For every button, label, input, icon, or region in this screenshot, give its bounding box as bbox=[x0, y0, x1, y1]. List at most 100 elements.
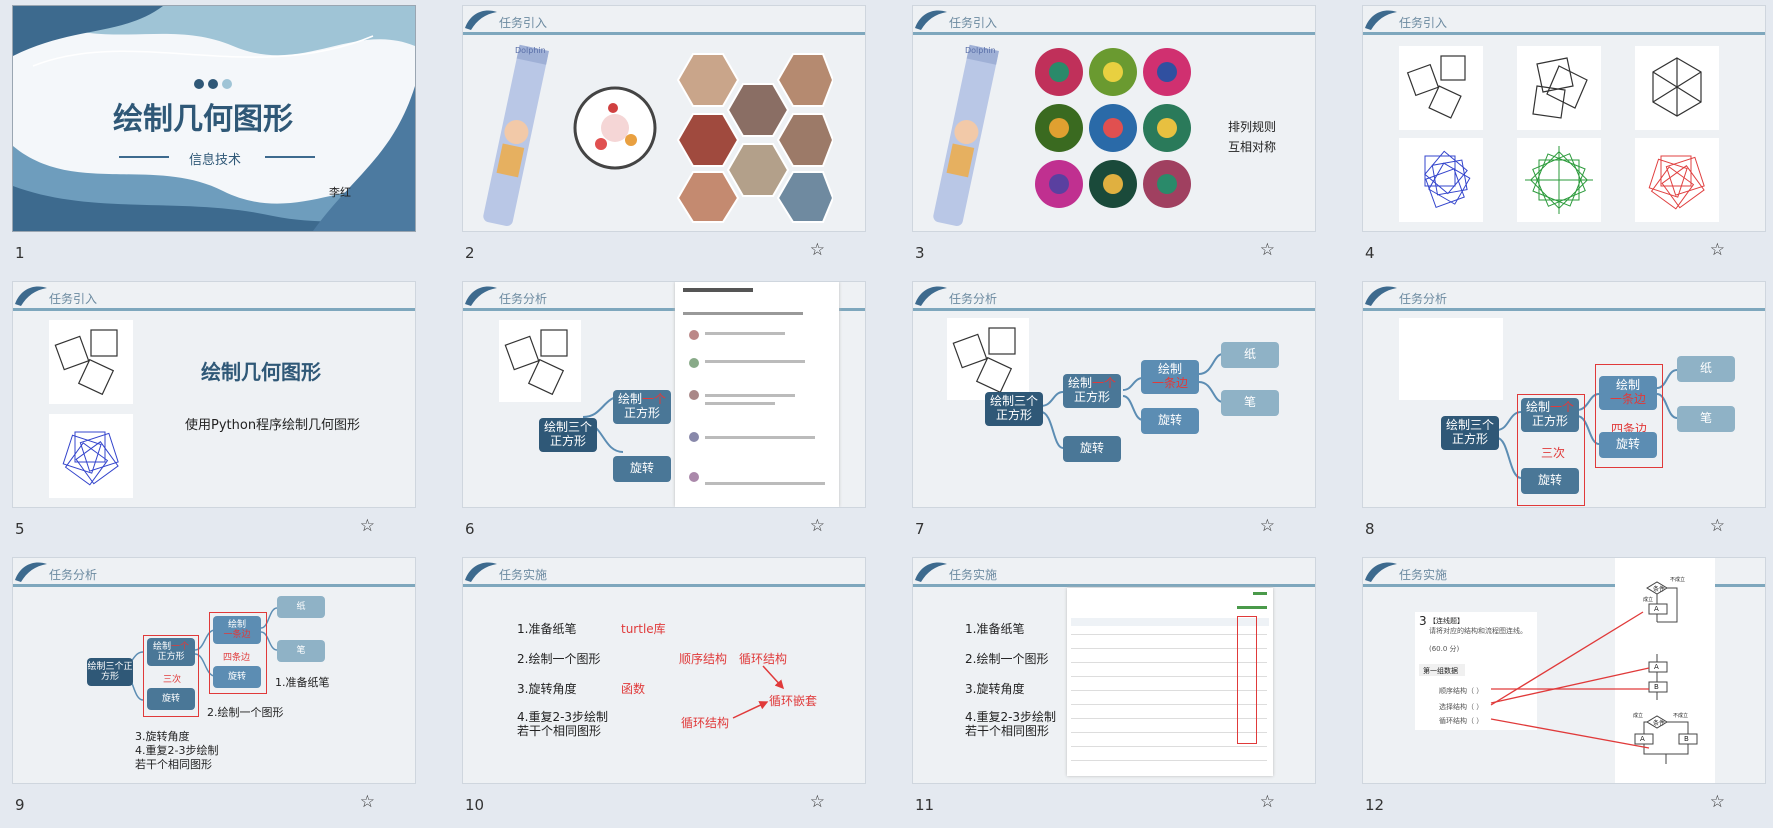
step-2: 2.绘制一个图形 bbox=[207, 706, 284, 719]
slide-thumbnail-1[interactable]: 绘制几何图形 信息技术 李红 1 bbox=[13, 6, 415, 276]
tube-label: Dolphin bbox=[515, 46, 546, 55]
geometry-figure bbox=[1399, 138, 1483, 222]
step-2: 2.绘制一个图形 bbox=[517, 652, 601, 666]
flowchart-b: B bbox=[1654, 683, 1659, 691]
slide-thumbnail-2[interactable]: 任务引入 Dolphin bbox=[463, 6, 865, 276]
slide-thumbnail-4[interactable]: 任务引入 4 ☆ bbox=[1363, 6, 1765, 276]
slide-header-title: 任务分析 bbox=[949, 292, 998, 306]
slide-number: 6 bbox=[465, 520, 475, 538]
mindmap-node-rotate: 旋转 bbox=[613, 456, 671, 482]
mindmap-node-rotate: 旋转 bbox=[1063, 436, 1121, 462]
slide-1-author: 李红 bbox=[329, 186, 351, 199]
slide-header: 任务分析 bbox=[463, 282, 865, 312]
mindmap-node-square: 绘制一个正方形 bbox=[147, 638, 195, 666]
slide-thumbnail-8[interactable]: 任务分析 绘制三个正方形 绘制一个正方形 旋转 三次 绘制一条边 四条边 旋转 … bbox=[1363, 282, 1765, 552]
mindmap-node-square: 绘制一个正方形 bbox=[1063, 374, 1121, 408]
mindmap-node-square: 绘制一个正方形 bbox=[613, 390, 671, 424]
slide-1: 绘制几何图形 信息技术 李红 bbox=[13, 6, 415, 231]
question-score: (60.0 分) bbox=[1429, 645, 1460, 653]
slide-12: 任务实施 3 【连线题】 请将对应的结构和流程图连线。 (60.0 分) 第一组… bbox=[1363, 558, 1765, 783]
slide-thumbnail-6[interactable]: 任务分析 绘制三个正方形 绘制一个正方形 旋转 6 ☆ bbox=[463, 282, 865, 552]
star-icon[interactable]: ☆ bbox=[359, 792, 375, 812]
star-icon[interactable]: ☆ bbox=[809, 516, 825, 536]
star-icon[interactable]: ☆ bbox=[1709, 516, 1725, 536]
slide-header-title: 任务实施 bbox=[499, 568, 548, 582]
slide-thumbnail-3[interactable]: 任务引入 Dolphin 排列规则 bbox=[913, 6, 1315, 276]
highlight-box bbox=[1595, 364, 1663, 468]
slide-header: 任务引入 bbox=[463, 6, 865, 36]
kaleidoscope-image bbox=[933, 44, 999, 226]
star-icon[interactable]: ☆ bbox=[1259, 516, 1275, 536]
flowchart-a: A bbox=[1654, 663, 1659, 671]
wave-background bbox=[13, 6, 415, 231]
mindmap-node-pen: 笔 bbox=[1221, 390, 1279, 416]
slide-number: 9 bbox=[15, 796, 25, 814]
slide-header-title: 任务引入 bbox=[49, 292, 98, 306]
slide-number: 2 bbox=[465, 244, 475, 262]
slide-header: 任务引入 bbox=[13, 282, 415, 312]
divider bbox=[119, 156, 169, 158]
highlight-box bbox=[1237, 616, 1257, 744]
flowchart-a: A bbox=[1654, 605, 1659, 613]
note-three-times: 三次 bbox=[163, 675, 182, 685]
mindmap-node-edge: 绘制一条边 bbox=[1599, 376, 1657, 410]
star-icon[interactable]: ☆ bbox=[1259, 792, 1275, 812]
slide-thumbnail-10[interactable]: 任务实施 1.准备纸笔 turtle库 2.绘制一个图形 顺序结构 循环结构 3… bbox=[463, 558, 865, 828]
mandala-grid-image bbox=[1035, 48, 1191, 208]
slide-header: 任务分析 bbox=[1363, 282, 1765, 312]
mindmap-node-turn: 旋转 bbox=[213, 666, 261, 688]
slide-header: 任务分析 bbox=[13, 558, 415, 588]
slide-header-title: 任务引入 bbox=[949, 16, 998, 30]
step-4a: 4.重复2-3步绘制 bbox=[135, 744, 219, 757]
slide-header: 任务实施 bbox=[463, 558, 865, 588]
slide-header: 任务实施 bbox=[913, 558, 1315, 588]
star-icon[interactable]: ☆ bbox=[1709, 792, 1725, 812]
kaleidoscope-image bbox=[483, 44, 549, 226]
flowchart-no: 不成立 bbox=[1670, 577, 1686, 583]
step-4b: 若干个相同图形 bbox=[135, 758, 212, 771]
slide-5-desc: 使用Python程序绘制几何图形 bbox=[185, 418, 361, 433]
mindmap-node-square: 绘制一个正方形 bbox=[1521, 398, 1579, 432]
geometry-figure bbox=[1635, 138, 1719, 222]
rule-text-1: 排列规则 bbox=[1228, 120, 1277, 134]
mindmap-node-edge: 绘制一条边 bbox=[1141, 360, 1199, 394]
slide-thumbnail-5[interactable]: 任务引入 绘制几何图形 使用Python程序绘制几何图形 5 ☆ bbox=[13, 282, 415, 552]
slide-thumbnail-7[interactable]: 任务分析 绘制三个正方形 绘制一个正方形 旋转 绘制一条边 旋转 纸 笔 7 ☆ bbox=[913, 282, 1315, 552]
flowchart-condition: 条件 bbox=[1653, 720, 1666, 727]
geometry-figure bbox=[1517, 138, 1601, 222]
star-icon[interactable]: ☆ bbox=[1709, 240, 1725, 260]
slide-8: 任务分析 绘制三个正方形 绘制一个正方形 旋转 三次 绘制一条边 四条边 旋转 … bbox=[1363, 282, 1765, 507]
slide-thumbnail-9[interactable]: 任务分析 绘制三个正方形 绘制一个正方形 三次 旋转 绘制一条边 四条边 旋转 … bbox=[13, 558, 415, 828]
grades-table-screenshot bbox=[1067, 588, 1273, 776]
question-group: 第一组数据 bbox=[1423, 667, 1458, 675]
mindmap-root: 绘制三个正方形 bbox=[985, 392, 1043, 426]
slide-thumbnail-12[interactable]: 任务实施 3 【连线题】 请将对应的结构和流程图连线。 (60.0 分) 第一组… bbox=[1363, 558, 1765, 828]
slide-header-title: 任务实施 bbox=[1399, 568, 1448, 582]
step-4b: 若干个相同图形 bbox=[965, 724, 1050, 738]
question-type: 【连线题】 bbox=[1429, 617, 1464, 625]
kaleidoscope-view-image bbox=[573, 86, 657, 170]
slide-2: 任务引入 Dolphin bbox=[463, 6, 865, 231]
mindmap-root: 绘制三个正方形 bbox=[87, 658, 133, 686]
mindmap-node-pen: 笔 bbox=[1677, 406, 1735, 432]
slide-thumbnail-11[interactable]: 任务实施 1.准备纸笔 2.绘制一个图形 3.旋转角度 4.重复2-3步绘制 若… bbox=[913, 558, 1315, 828]
star-icon[interactable]: ☆ bbox=[809, 240, 825, 260]
step-4a: 4.重复2-3步绘制 bbox=[517, 710, 609, 724]
label-turtle: turtle库 bbox=[621, 622, 666, 636]
slide-number: 4 bbox=[1365, 244, 1375, 262]
geometry-figure bbox=[1635, 46, 1719, 130]
star-icon[interactable]: ☆ bbox=[1259, 240, 1275, 260]
match-lines bbox=[1490, 611, 1650, 749]
mindmap-node-paper: 纸 bbox=[1677, 356, 1735, 382]
geometry-figure bbox=[1399, 46, 1483, 130]
highlight-box bbox=[1517, 394, 1585, 506]
label-nested-loop: 循环嵌套 bbox=[769, 694, 818, 708]
slide-6: 任务分析 绘制三个正方形 绘制一个正方形 旋转 bbox=[463, 282, 865, 507]
geometry-figure bbox=[499, 320, 581, 402]
geometry-figure bbox=[1517, 46, 1601, 130]
star-icon[interactable]: ☆ bbox=[809, 792, 825, 812]
slide-9: 任务分析 绘制三个正方形 绘制一个正方形 三次 旋转 绘制一条边 四条边 旋转 … bbox=[13, 558, 415, 783]
star-icon[interactable]: ☆ bbox=[359, 516, 375, 536]
slide-3: 任务引入 Dolphin 排列规则 bbox=[913, 6, 1315, 231]
mindmap-node-paper: 纸 bbox=[277, 596, 325, 618]
